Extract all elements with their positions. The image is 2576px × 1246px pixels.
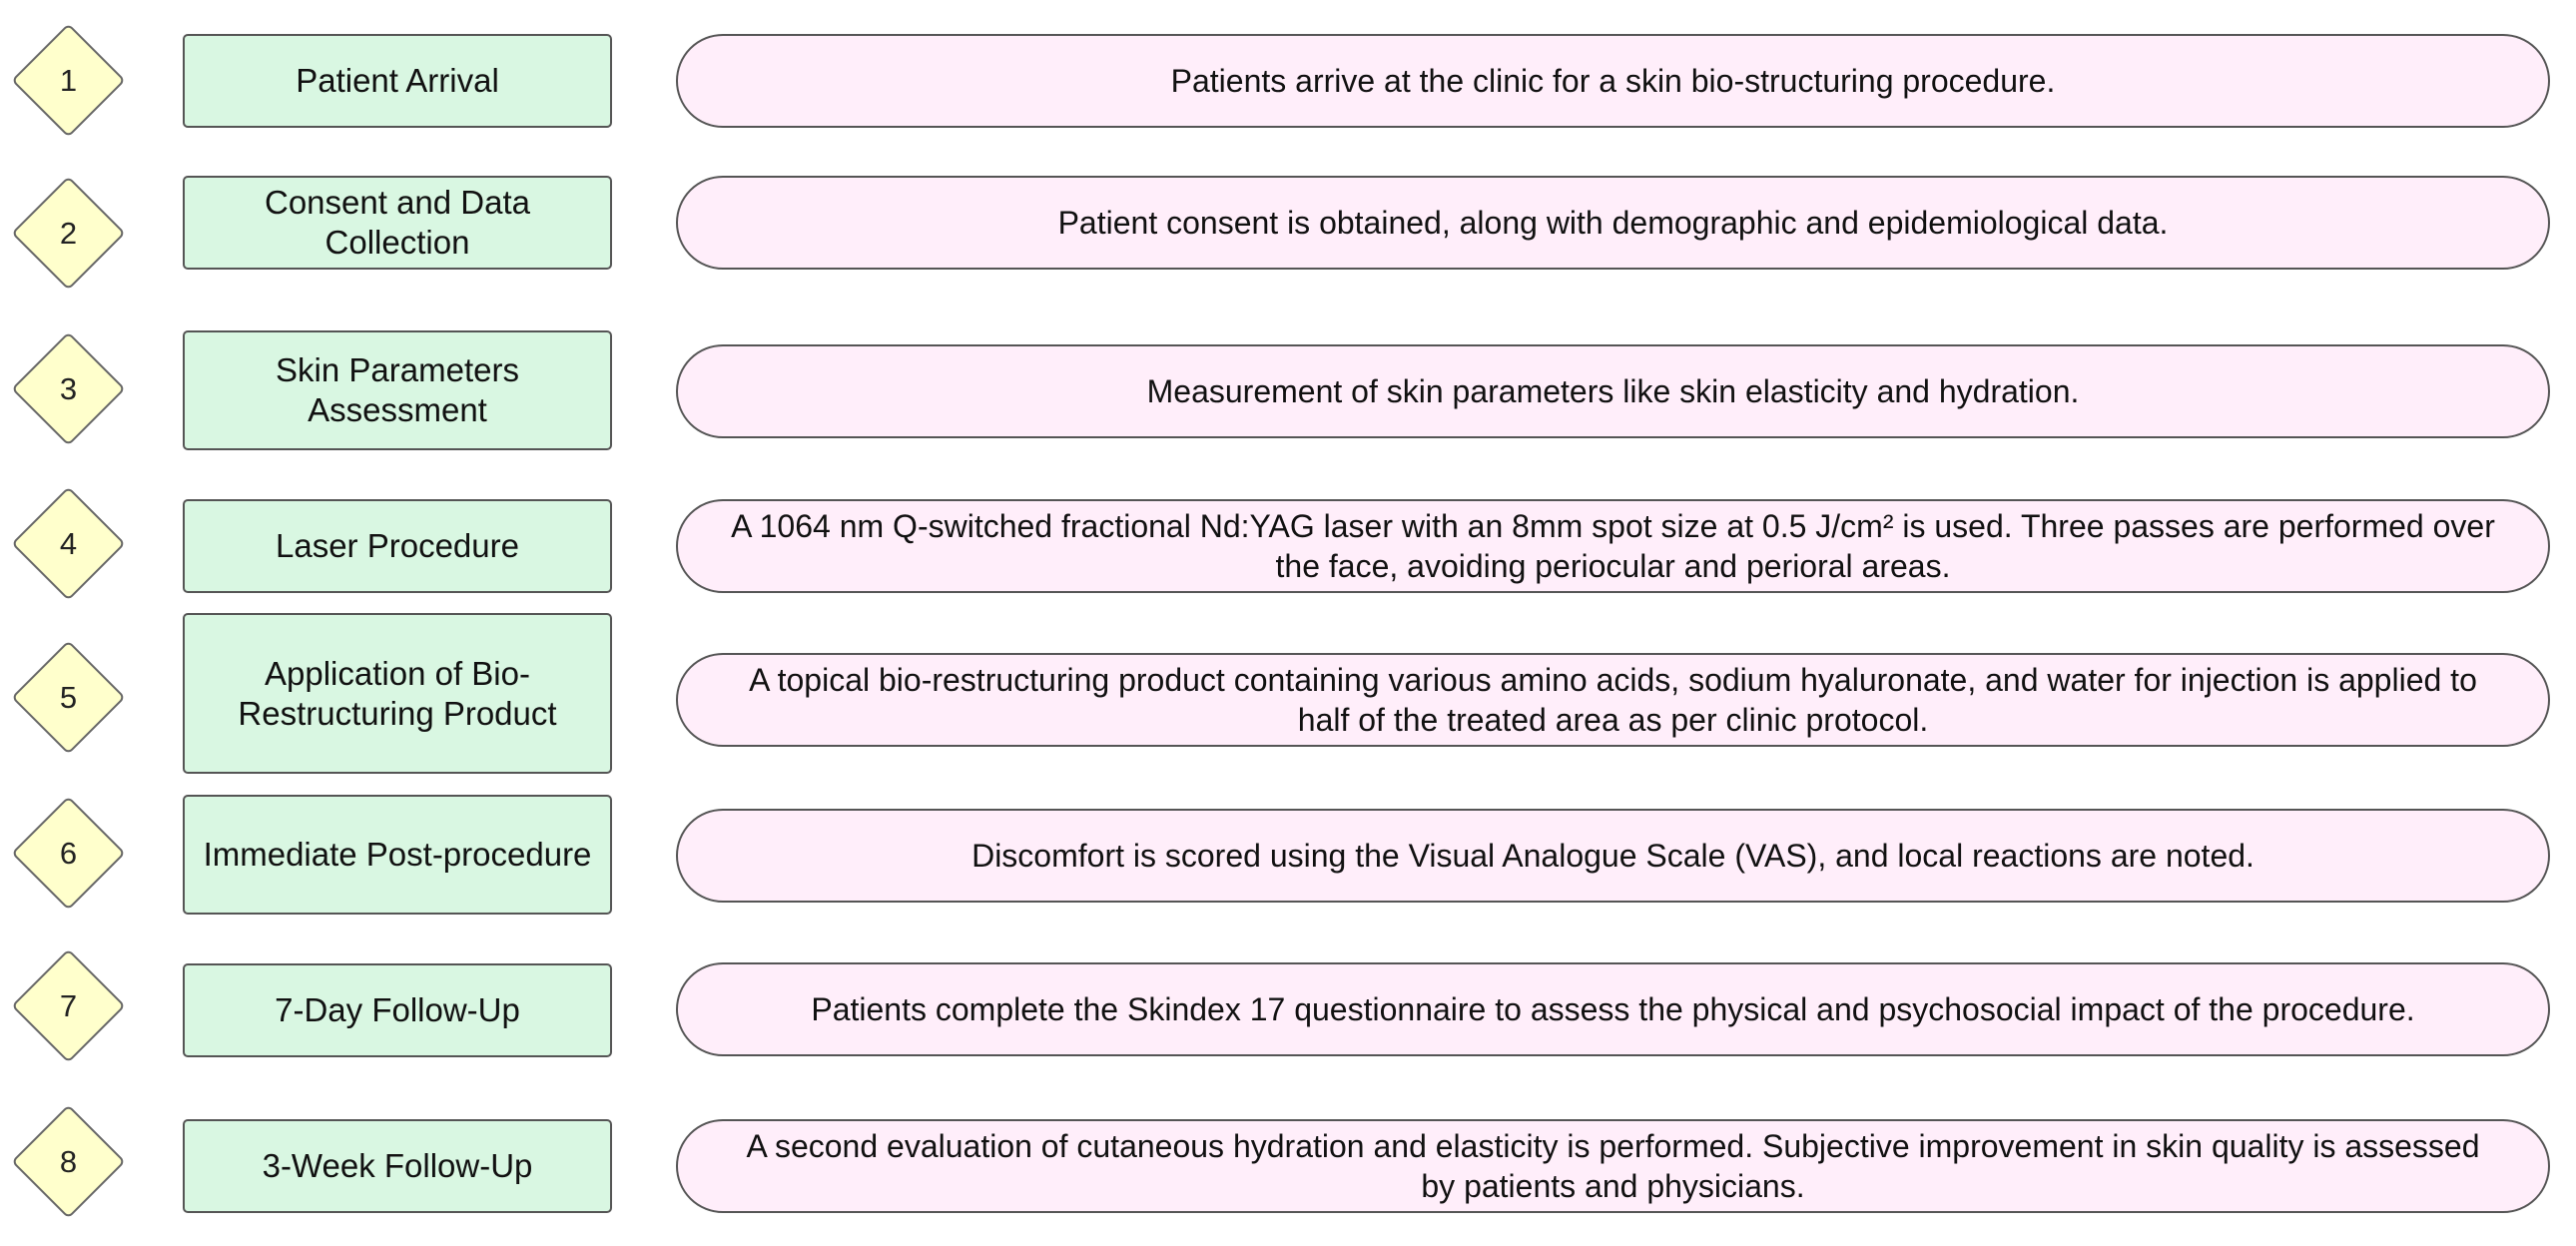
- step-number-diamond: 2: [28, 193, 109, 274]
- step-title-box: Application of Bio-Restructuring Product: [183, 613, 612, 774]
- step-number: 4: [59, 525, 78, 561]
- step-number-diamond: 7: [28, 965, 109, 1046]
- step-title: Skin Parameters Assessment: [276, 351, 519, 428]
- step-number: 3: [59, 370, 78, 406]
- step-title: 3-Week Follow-Up: [262, 1147, 533, 1184]
- step-number-diamond: 5: [28, 657, 109, 738]
- step-description: Patient consent is obtained, along with …: [1057, 205, 2169, 241]
- step-title: Patient Arrival: [296, 62, 499, 99]
- step-number: 2: [59, 215, 78, 251]
- step-description: Discomfort is scored using the Visual An…: [971, 838, 2254, 874]
- step-description-pill: Discomfort is scored using the Visual An…: [676, 809, 2550, 903]
- step-description: Patients arrive at the clinic for a skin…: [1170, 63, 2056, 99]
- step-title-box: 3-Week Follow-Up: [183, 1119, 612, 1213]
- step-number-diamond: 3: [28, 348, 109, 429]
- step-number: 6: [59, 835, 78, 871]
- step-title: Consent and Data Collection: [264, 184, 530, 261]
- step-description: Measurement of skin parameters like skin…: [1146, 373, 2080, 409]
- step-description-pill: Measurement of skin parameters like skin…: [676, 344, 2550, 438]
- step-title-box: Laser Procedure: [183, 499, 612, 593]
- step-number-diamond: 4: [28, 503, 109, 584]
- step-number: 8: [59, 1143, 78, 1179]
- step-title-box: Skin Parameters Assessment: [183, 330, 612, 450]
- step-description-pill: A 1064 nm Q-switched fractional Nd:YAG l…: [676, 499, 2550, 593]
- step-title: Application of Bio-Restructuring Product: [238, 654, 557, 732]
- step-number-diamond: 6: [28, 813, 109, 894]
- step-description: A topical bio-restructuring product cont…: [749, 662, 2477, 738]
- step-title: 7-Day Follow-Up: [275, 991, 520, 1028]
- step-number-diamond: 1: [28, 40, 109, 121]
- step-title-box: Immediate Post-procedure: [183, 795, 612, 915]
- step-description: Patients complete the Skindex 17 questio…: [811, 991, 2415, 1027]
- step-number: 7: [59, 987, 78, 1023]
- step-title-box: 7-Day Follow-Up: [183, 963, 612, 1057]
- step-title: Immediate Post-procedure: [203, 836, 592, 873]
- step-description-pill: A second evaluation of cutaneous hydrati…: [676, 1119, 2550, 1213]
- step-description: A 1064 nm Q-switched fractional Nd:YAG l…: [731, 508, 2495, 584]
- step-description-pill: A topical bio-restructuring product cont…: [676, 653, 2550, 747]
- step-title-box: Patient Arrival: [183, 34, 612, 128]
- step-title-box: Consent and Data Collection: [183, 176, 612, 270]
- step-number: 1: [59, 62, 78, 98]
- step-number: 5: [59, 679, 78, 715]
- step-description: A second evaluation of cutaneous hydrati…: [746, 1128, 2480, 1204]
- step-description-pill: Patients complete the Skindex 17 questio…: [676, 962, 2550, 1056]
- step-title: Laser Procedure: [276, 527, 519, 564]
- step-description-pill: Patient consent is obtained, along with …: [676, 176, 2550, 270]
- step-description-pill: Patients arrive at the clinic for a skin…: [676, 34, 2550, 128]
- step-number-diamond: 8: [28, 1121, 109, 1202]
